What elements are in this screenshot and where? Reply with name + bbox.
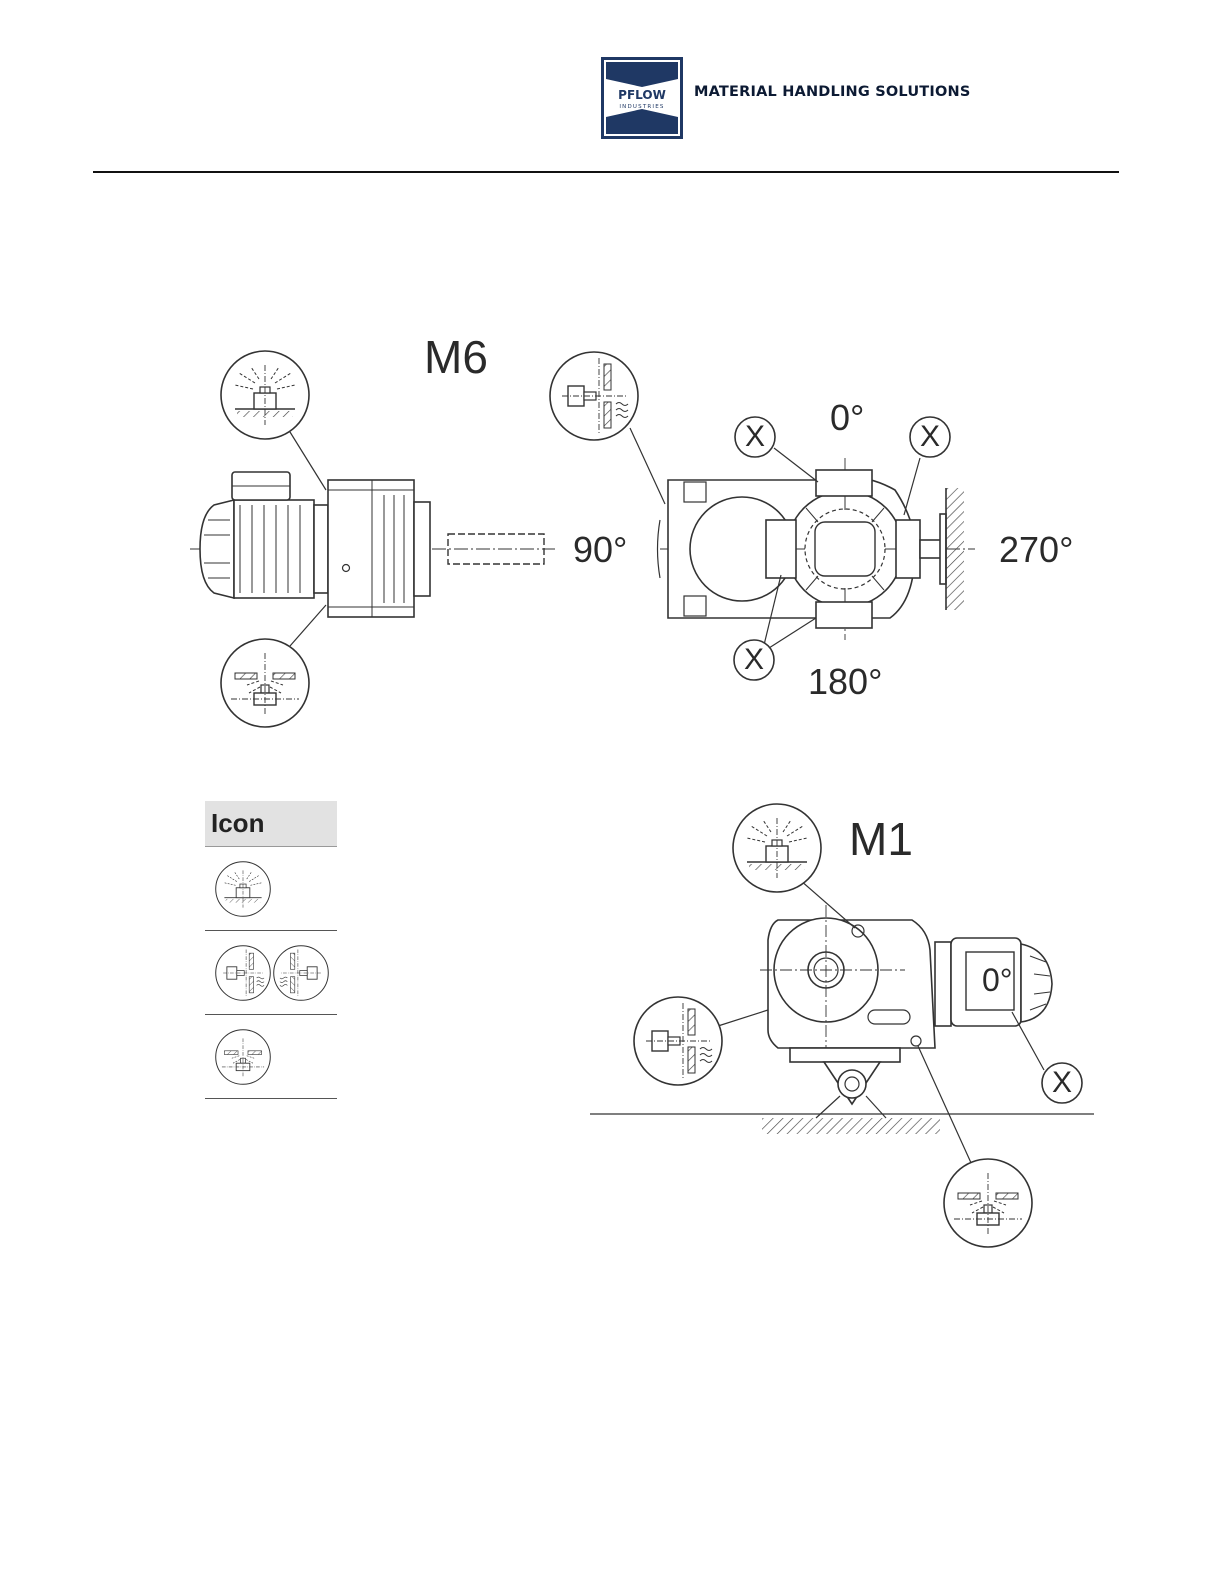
icon-row-drain: [205, 1015, 337, 1099]
m6-side-view: [190, 432, 555, 646]
icon-legend-table: Icon: [205, 801, 337, 1099]
icon-table-header: Icon: [205, 801, 337, 847]
icon-row-breather: [205, 847, 337, 931]
breather-valve-top-icon: [205, 847, 337, 930]
m6-label: M6: [424, 334, 488, 380]
m1-drain-callout: [944, 1159, 1032, 1247]
m1-breather-callout: [733, 804, 821, 892]
m6-angle-90: 90°: [573, 532, 627, 568]
m6-angle-180: 180°: [808, 664, 882, 700]
m6-x-callout-top-right: X: [910, 417, 950, 457]
m1-x-callout: X: [1042, 1063, 1082, 1103]
m6-breather-callout: [221, 351, 309, 439]
icon-row-oil-level: [205, 931, 337, 1015]
m1-motor-angle: 0°: [982, 964, 1013, 996]
m6-angle-270: 270°: [999, 532, 1073, 568]
oil-drain-bottom-icon: [205, 1015, 337, 1098]
m1-oil-level-callout: [634, 997, 722, 1085]
m6-x-callout-bottom: X: [734, 640, 774, 680]
m6-oil-level-callout: [550, 352, 638, 440]
m6-angle-0: 0°: [830, 400, 864, 436]
oil-level-side-icon: [205, 931, 337, 1014]
m6-x-callout-top-left: X: [735, 417, 775, 457]
m6-drain-callout: [221, 639, 309, 727]
m1-label: M1: [849, 816, 913, 862]
